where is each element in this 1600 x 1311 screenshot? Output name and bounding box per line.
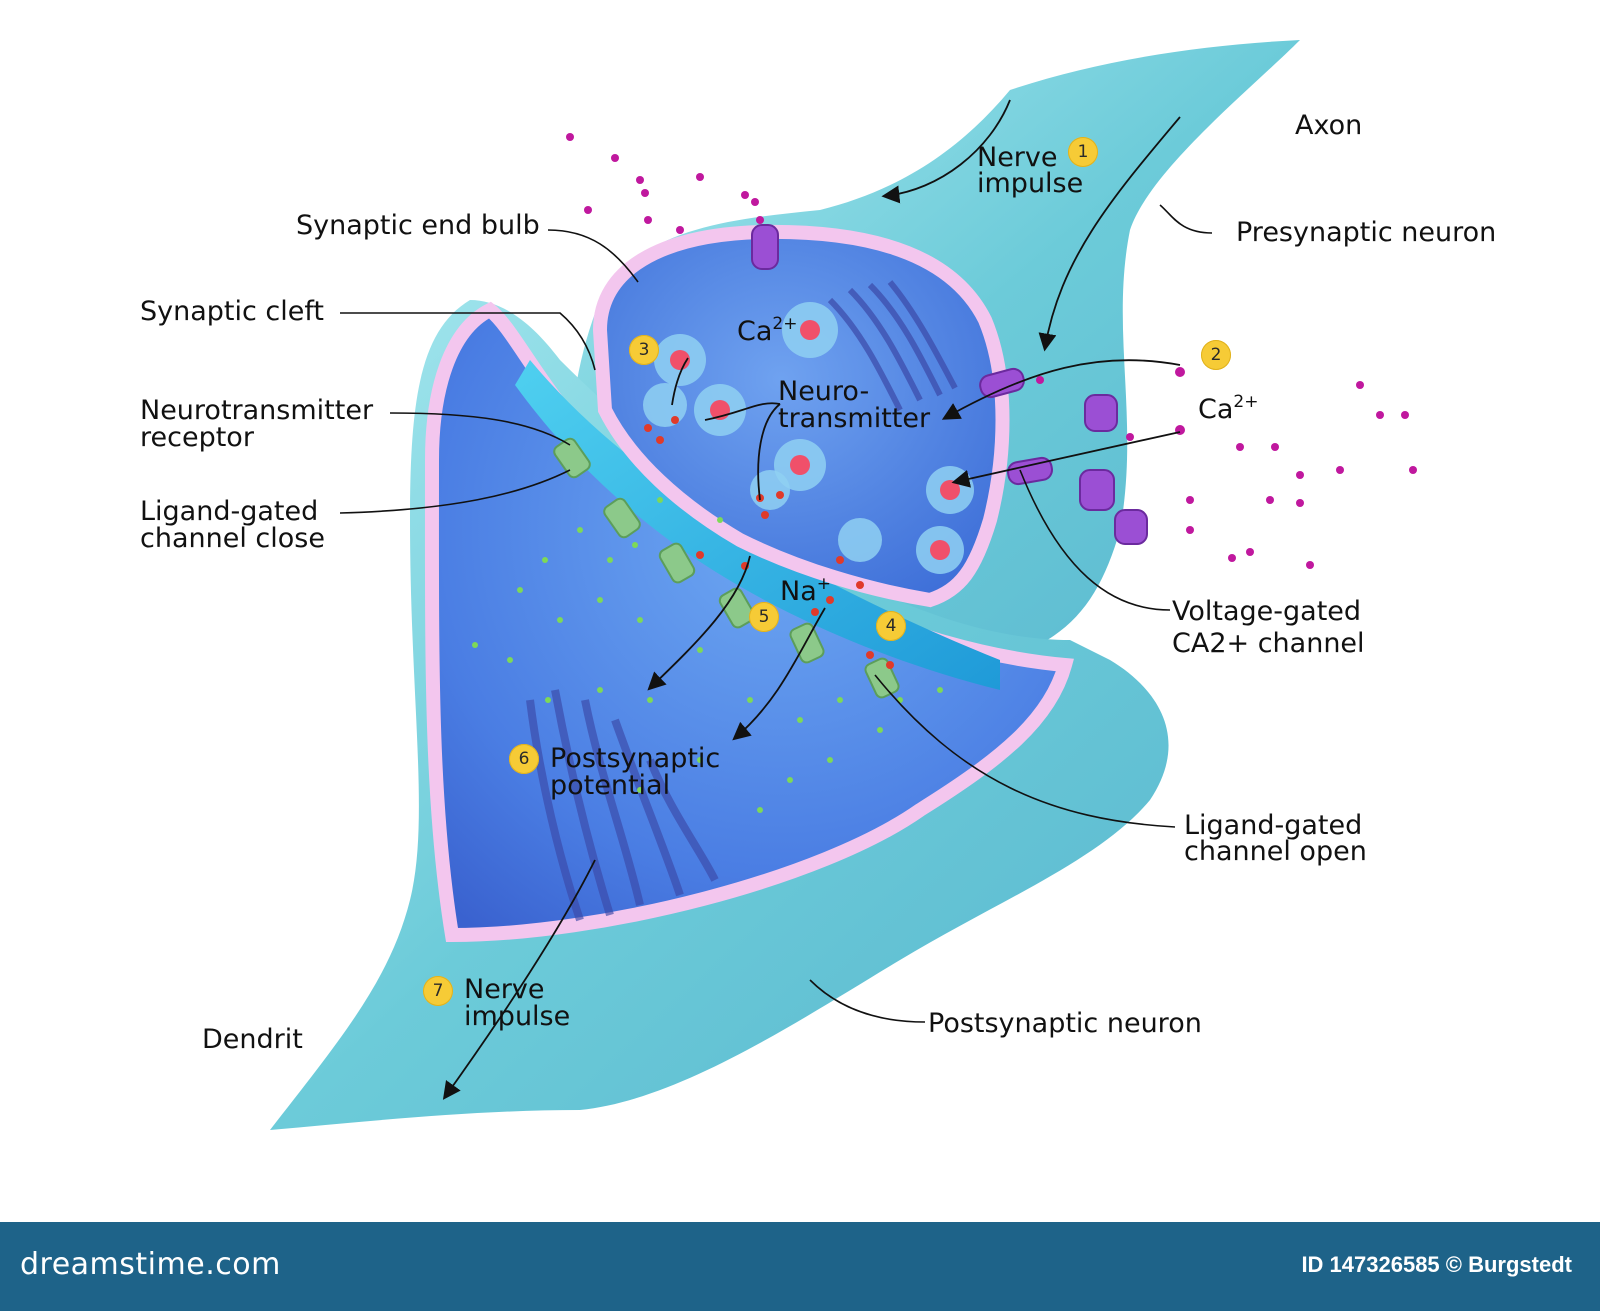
ca-outside-charge: 2+ <box>1233 392 1259 412</box>
step-badge-3: 3 <box>629 335 659 365</box>
label-dendrit: Dendrit <box>202 1024 303 1055</box>
mitochondrion-pre <box>827 280 958 412</box>
label-synaptic-end-bulb: Synaptic end bulb <box>296 210 540 241</box>
label-ligand-open-1: Ligand-gated <box>1184 810 1363 841</box>
label-nerve-impulse-bottom-1: Nerve <box>464 974 545 1005</box>
label-nt-receptor-2: receptor <box>140 422 254 453</box>
step-badge-1: 1 <box>1068 137 1098 167</box>
step-badge-6: 6 <box>509 744 539 774</box>
step-badge-5: 5 <box>749 602 779 632</box>
leader-lines <box>339 204 1213 1023</box>
label-neurotransmitter-1: Neuro- <box>778 376 870 407</box>
label-ligand-open-2: channel open <box>1184 836 1367 867</box>
footer-bar: dreamstime.com ID 147326585 © Burgstedt <box>0 1222 1600 1311</box>
label-voltage-gated-1: Voltage-gated <box>1172 596 1362 627</box>
image-credit: ID 147326585 © Burgstedt <box>1301 1252 1572 1277</box>
label-neurotransmitter-2: transmitter <box>778 403 931 434</box>
label-ca-inside: Ca2+ <box>737 316 797 347</box>
label-na: Na+ <box>780 576 831 607</box>
step-badge-2: 2 <box>1201 340 1231 370</box>
label-nerve-impulse-bottom-2: impulse <box>464 1001 571 1032</box>
step-badge-4: 4 <box>876 611 906 641</box>
label-synaptic-cleft: Synaptic cleft <box>140 296 325 327</box>
neurotransmitter-molecules <box>472 497 943 813</box>
calcium-ions <box>566 133 1417 569</box>
label-ca-outside: Ca2+ <box>1198 394 1258 425</box>
synaptic-cleft-band <box>515 360 1000 690</box>
ca-inside-charge: 2+ <box>772 314 798 334</box>
label-voltage-gated-2: CA2+ channel <box>1172 628 1365 659</box>
label-postsynaptic-neuron: Postsynaptic neuron <box>928 1008 1202 1039</box>
na-charge: + <box>816 574 831 594</box>
label-nt-receptor-1: Neurotransmitter <box>140 395 374 426</box>
site-logo[interactable]: dreamstime.com <box>20 1247 281 1282</box>
label-axon: Axon <box>1295 110 1363 141</box>
label-nerve-impulse-top-1: Nerve <box>977 142 1058 173</box>
step-badge-7: 7 <box>423 976 453 1006</box>
label-nerve-impulse-top-2: impulse <box>977 168 1084 199</box>
ca-inside-symbol: Ca <box>737 316 773 347</box>
na-symbol: Na <box>780 576 817 607</box>
ca-outside-symbol: Ca <box>1198 394 1234 425</box>
mitochondrion-post <box>526 689 719 922</box>
label-presynaptic-neuron: Presynaptic neuron <box>1236 217 1497 248</box>
label-ligand-close-2: channel close <box>140 523 325 554</box>
label-ligand-close-1: Ligand-gated <box>140 496 319 527</box>
voltage-gated-channels <box>751 224 1148 545</box>
synapse-illustration <box>270 40 1417 1130</box>
process-arrows <box>442 99 1181 1100</box>
label-postsynaptic-potential-1: Postsynaptic <box>550 743 721 774</box>
label-postsynaptic-potential-2: potential <box>550 770 671 801</box>
sodium-ions <box>644 416 894 669</box>
